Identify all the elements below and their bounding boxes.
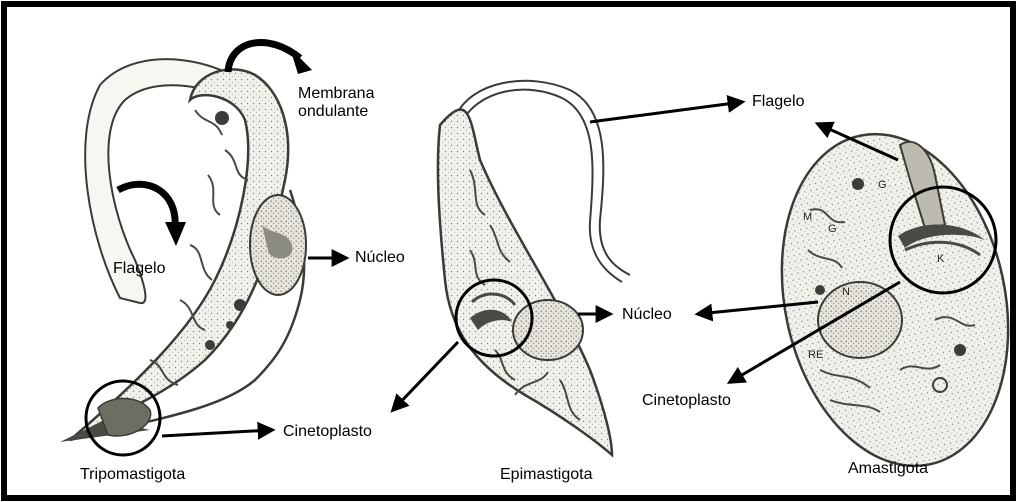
label-cinetoplasto-epi: Cinetoplasto (642, 392, 731, 410)
epimastigota-cell (438, 81, 630, 455)
amastigota-cell (752, 113, 1017, 487)
label-flagelo-tripo: Flagelo (113, 260, 165, 278)
label-tripomastigota: Tripomastigota (80, 466, 185, 484)
label-nucleo-epi: Núcleo (622, 306, 672, 324)
curved-arrow-flagelo (118, 184, 175, 228)
label-epimastigota: Epimastigota (500, 466, 593, 484)
arrow-cinetoplasto-epi (393, 342, 458, 410)
arrow-flagelo-epi (590, 102, 742, 122)
curved-arrow-membrana (228, 42, 300, 72)
label-flagelo-epi: Flagelo (752, 93, 804, 111)
tripomastigota-cell (60, 59, 306, 442)
letter-n: N (842, 286, 850, 298)
letter-g1: G (828, 223, 837, 235)
letter-m: M (803, 211, 812, 223)
label-membrana-ondulante: Membrana ondulante (298, 85, 374, 121)
label-nucleo-tripo: Núcleo (355, 249, 405, 267)
letter-re: RE (808, 349, 823, 361)
letter-k: K (937, 253, 945, 265)
arrow-cinetoplasto-tripo (162, 430, 272, 436)
letter-g2: G (878, 179, 887, 191)
label-amastigota: Amastigota (848, 460, 928, 478)
label-cinetoplasto-tripo: Cinetoplasto (283, 423, 372, 441)
